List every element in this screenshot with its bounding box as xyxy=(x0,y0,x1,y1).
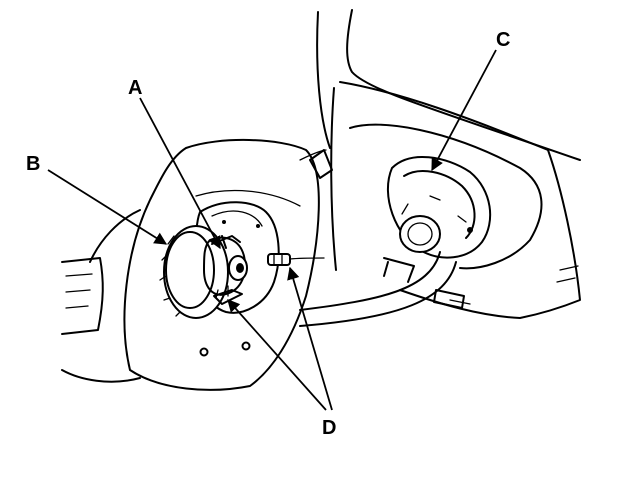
leader-B xyxy=(47,169,168,245)
fuel-door xyxy=(123,139,333,391)
callout-b: B xyxy=(26,153,40,175)
callout-d: D xyxy=(322,417,336,439)
filler-neck-opening xyxy=(399,215,441,253)
leader-lines xyxy=(47,49,497,411)
body-fragment-left xyxy=(61,209,141,383)
callout-a: A xyxy=(128,77,142,99)
leader-A xyxy=(139,97,221,250)
filler-tether xyxy=(299,251,471,327)
callout-c: C xyxy=(496,29,510,51)
filler-recess xyxy=(349,123,543,270)
leader-D-2 xyxy=(287,266,333,411)
retaining-pin xyxy=(267,253,325,266)
leader-D-1 xyxy=(227,299,327,411)
leader-C xyxy=(431,49,497,172)
fuel-cap-body xyxy=(163,225,229,319)
